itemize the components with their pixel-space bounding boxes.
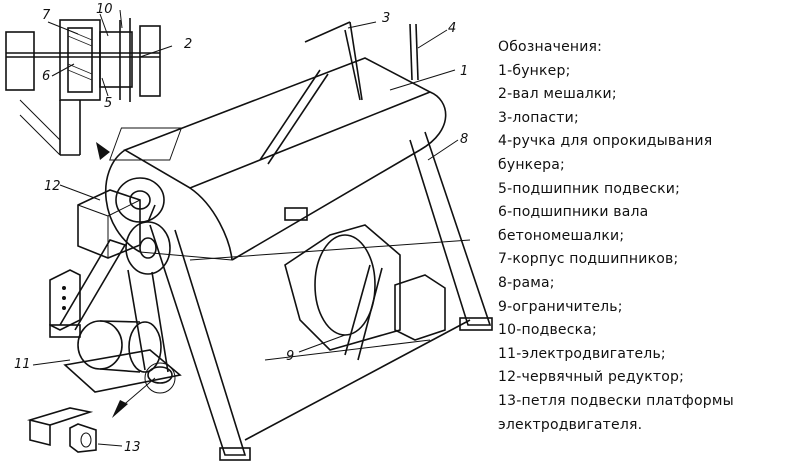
control-box [49,269,81,331]
legend-item: бункера; [498,156,565,173]
callout-9: 9 [286,349,294,364]
bearing-detail-inset [5,9,173,160]
legend-item: 7-корпус подшипников; [498,251,679,268]
legend-item: электродвигателя. [498,416,643,433]
callout-4: 4 [448,21,456,36]
callout-7: 7 [42,8,51,23]
callout-12: 12 [44,179,61,194]
callout-8: 8 [460,132,468,147]
legend-title: Обозначения: [498,39,603,55]
legend-item: бетономешалки; [498,227,625,244]
legend-item: 8-рама; [498,274,555,291]
legend-item: 6-подшипники вала [498,204,649,221]
callout-1: 1 [460,64,468,79]
legend-item: 12-червячный редуктор; [498,369,684,386]
callout-3: 3 [382,11,390,26]
legend-item: 1-бункер; [498,62,571,79]
legend-item: 13-петля подвески платформы [498,392,734,409]
tilt-handle [409,23,413,81]
suspension-loop-detail [26,407,97,453]
callout-13: 13 [124,440,141,455]
callout-10: 10 [96,2,113,17]
lower-motor-unit [264,224,446,361]
legend-item: 10-подвеска; [498,322,597,339]
legend-item: 3-лопасти; [498,109,579,126]
legend-item: 5-подшипник подвески; [498,180,681,197]
legend-item: 9-ограничитель; [498,298,623,315]
callouts: 7 10 2 6 5 3 4 1 8 12 11 9 13 [14,2,468,455]
callout-2: 2 [184,37,192,52]
callout-6: 6 [42,69,50,84]
frame [49,131,493,461]
electric-motor [63,320,182,394]
legend-item: 11-электродвигатель; [498,345,666,362]
drive-belt [127,269,146,371]
callout-5: 5 [104,96,112,111]
worm-reducer [77,189,171,275]
legend-item: 2-вал мешалки; [498,86,617,103]
legend-item: 4-ручка для опрокидывания [498,133,713,150]
callout-11: 11 [14,357,31,372]
legend: Обозначения: 1-бункер; 2-вал мешалки; 3-… [498,36,783,437]
